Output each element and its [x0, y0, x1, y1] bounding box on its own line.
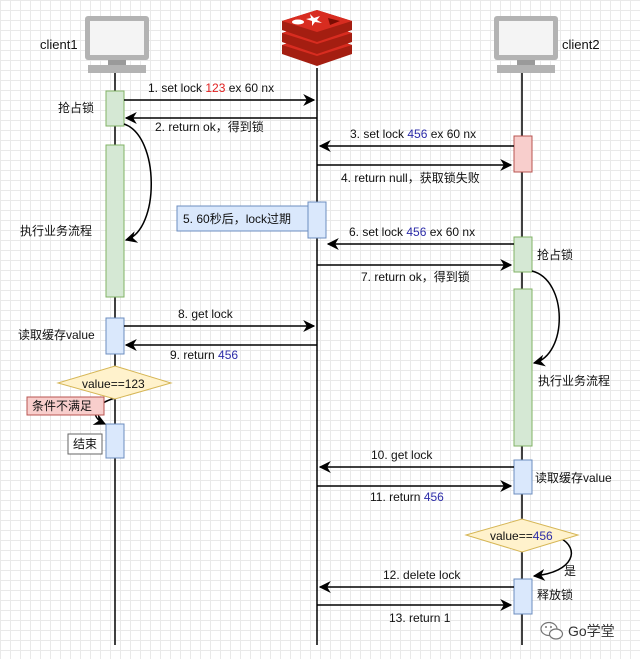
activation-box — [105, 423, 125, 459]
activation-box — [513, 578, 533, 615]
client1-read-label: 读取缓存value — [18, 328, 95, 342]
watermark-text: Go学堂 — [568, 623, 615, 639]
message-label-1: 1. set lock 123 ex 60 nx — [148, 81, 274, 95]
expiry-note-box — [176, 205, 309, 232]
self-loop-arrow — [531, 270, 560, 367]
end-note-box — [67, 433, 103, 455]
client2-read-label: 读取缓存value — [535, 471, 612, 485]
message-label-9: 9. return 456 — [170, 348, 238, 362]
client2-exec-label: 执行业务流程 — [538, 373, 610, 388]
message-label-4: 4. return null，获取锁失败 — [341, 170, 480, 185]
message-label-7: 7. return ok，得到锁 — [361, 269, 470, 284]
activation-box — [105, 144, 125, 298]
computer-icon — [85, 16, 149, 73]
message-label-12: 12. delete lock — [383, 568, 461, 582]
client1-end-label: 结束 — [73, 437, 97, 451]
message-label-5: 5. 60秒后，lock过期 — [183, 212, 291, 226]
activation-box — [307, 201, 327, 239]
self-loop-arrow — [123, 123, 152, 243]
client1-exec-label: 执行业务流程 — [20, 223, 92, 238]
activation-box — [513, 236, 533, 273]
client1-condition-label: value==123 — [82, 377, 145, 391]
message-label-13: 13. return 1 — [389, 611, 451, 625]
message-label-6: 6. set lock 456 ex 60 nx — [349, 225, 475, 239]
computer-icon — [494, 16, 558, 73]
client2-condition-label: value==456 — [490, 529, 553, 543]
activation-box — [513, 459, 533, 495]
condition-diamond — [56, 365, 173, 400]
client1-grab-label: 抢占锁 — [58, 100, 94, 115]
condition-diamond — [464, 518, 580, 553]
message-label-8: 8. get lock — [178, 307, 234, 321]
wechat-icon — [540, 621, 564, 640]
client1-label: client1 — [40, 37, 78, 52]
client2-label: client2 — [562, 37, 600, 52]
message-label-10: 10. get lock — [371, 448, 433, 462]
redis-logo-icon — [282, 10, 352, 66]
activation-box — [105, 90, 125, 127]
message-label-11: 11. return 456 — [370, 490, 444, 504]
activation-box — [513, 135, 533, 173]
message-label-3: 3. set lock 456 ex 60 nx — [350, 127, 476, 141]
client1-fail-label: 条件不满足 — [32, 399, 92, 413]
activation-box — [513, 288, 533, 447]
activation-box — [105, 317, 125, 355]
self-loop-arrow — [532, 537, 573, 581]
message-label-2: 2. return ok，得到锁 — [155, 119, 264, 134]
client2-grab-label: 抢占锁 — [537, 247, 573, 262]
client2-yes-label: 是 — [564, 564, 576, 578]
client2-release-label: 释放锁 — [537, 587, 573, 602]
fail-note-box — [26, 396, 105, 416]
